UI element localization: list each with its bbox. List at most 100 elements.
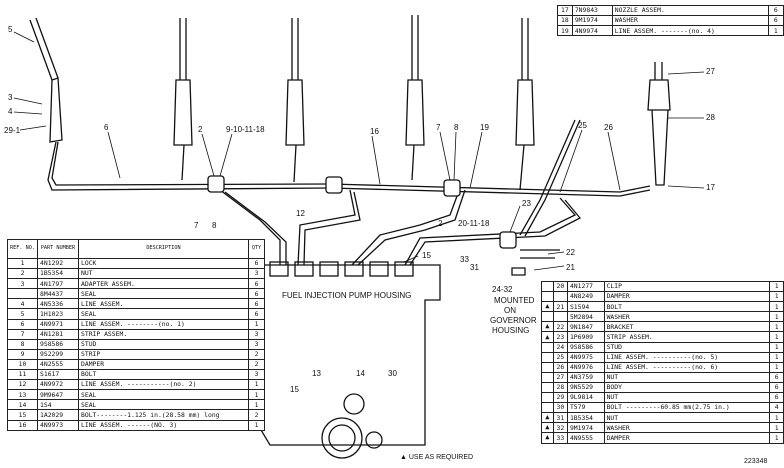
quantity: 1: [767, 25, 784, 37]
part-number: 7N9843: [571, 4, 613, 17]
callout-21: 21: [566, 263, 575, 272]
part-number: 1B5354: [566, 412, 605, 424]
quantity: 2: [248, 358, 265, 371]
ref-number: 30: [552, 402, 568, 414]
part-description: STUD: [78, 338, 249, 350]
part-description: DAMPER: [603, 432, 771, 444]
quantity: 6: [769, 392, 784, 404]
part-description: NOZZLE ASSEM.: [611, 4, 769, 17]
part-description: LOCK: [78, 257, 249, 270]
part-number: T579: [566, 402, 605, 414]
quantity: 6: [248, 257, 265, 270]
callout-7b: 7: [436, 123, 441, 132]
part-number: 9N1847: [566, 321, 605, 333]
quantity: 1: [769, 291, 784, 303]
nozzle-risers: [29, 15, 671, 186]
callout-15b: 15: [290, 385, 299, 394]
part-number: 5M2894: [566, 311, 605, 323]
ref-number: 23: [552, 331, 568, 343]
callout-30: 30: [388, 369, 397, 378]
ref-number: 33: [552, 432, 568, 444]
callout-20-11-18: 20-11-18: [458, 219, 490, 228]
part-number: 4N1292: [37, 257, 79, 270]
ref-number: 32: [552, 422, 568, 434]
ref-number: 2: [7, 268, 38, 280]
ref-number: 20: [552, 280, 568, 293]
quantity: 1: [769, 280, 784, 293]
ref-number: 19: [557, 25, 573, 37]
quantity: 1: [769, 341, 784, 353]
ref-number: 29: [552, 392, 568, 404]
part-description: BRACKET: [603, 321, 771, 333]
part-number: S1594: [566, 301, 605, 313]
quantity: 1: [248, 389, 265, 401]
callout-12: 12: [296, 209, 305, 218]
quantity: 6: [767, 4, 784, 17]
callout-33: 33: [460, 255, 469, 264]
part-number: 4N1277: [566, 280, 605, 293]
quantity: 1: [248, 399, 265, 411]
ref-number: 28: [552, 381, 568, 394]
part-number: 9S2299: [37, 348, 79, 360]
ref-number: 8: [7, 338, 38, 350]
ref-number: [552, 291, 568, 303]
callout-2b: 2: [438, 219, 443, 228]
use-as-required-marker: [541, 311, 554, 323]
quantity: 1: [769, 331, 784, 343]
ref-number: 15: [7, 409, 38, 421]
use-as-required-marker: ▲: [541, 321, 554, 333]
leader-lines: [13, 31, 705, 271]
quantity: 3: [248, 369, 265, 381]
quantity: 1: [769, 311, 784, 323]
ref-number: 5: [7, 308, 38, 320]
part-number: 4N9974: [571, 25, 613, 37]
pump-housing-label: FUEL INJECTION PUMP HOUSING: [282, 291, 411, 300]
part-description: BOLT ---------60.85 mm(2.75 in.): [603, 402, 771, 414]
part-number: 4N9973: [37, 419, 79, 431]
use-as-required-marker: ▲: [541, 331, 554, 343]
part-number: 4N3759: [566, 371, 605, 383]
mounted-note-line1: MOUNTED: [494, 296, 535, 305]
ref-number: 18: [557, 15, 573, 27]
ref-number: 3: [7, 278, 38, 290]
quantity: 6: [769, 371, 784, 383]
header-part-number: PART NUMBER: [37, 239, 79, 259]
callout-7a: 7: [194, 221, 199, 230]
part-description: LINE ASSEM.: [78, 298, 249, 310]
part-number: 1S4: [37, 399, 79, 411]
quantity: 6: [248, 298, 265, 310]
part-description: WASHER: [603, 311, 771, 323]
quantity: 2: [248, 348, 265, 360]
ref-number: 22: [552, 321, 568, 333]
part-description: LINE ASSEM. ----------(no. 6): [603, 361, 771, 373]
part-description: ADAPTER ASSEM.: [78, 278, 249, 290]
part-number: 4N2555: [37, 358, 79, 371]
ref-number: 10: [7, 358, 38, 371]
part-description: STRIP ASSEM.: [78, 328, 249, 340]
part-description: LINE ASSEM. -----------(no. 2): [78, 379, 249, 391]
use-as-required-marker: ▲: [541, 301, 554, 313]
use-as-required-marker: ▲: [541, 432, 554, 444]
ref-number: 11: [7, 369, 38, 381]
use-as-required-marker: ▲: [541, 412, 554, 424]
part-description: SEAL: [78, 288, 249, 300]
part-description: NUT: [78, 268, 249, 280]
callout-19: 19: [480, 123, 489, 132]
part-description: WASHER: [611, 15, 769, 27]
part-description: LINE ASSEM. ------(NO. 3): [78, 419, 249, 431]
quantity: 4: [769, 402, 784, 414]
ref-number: 13: [7, 389, 38, 401]
